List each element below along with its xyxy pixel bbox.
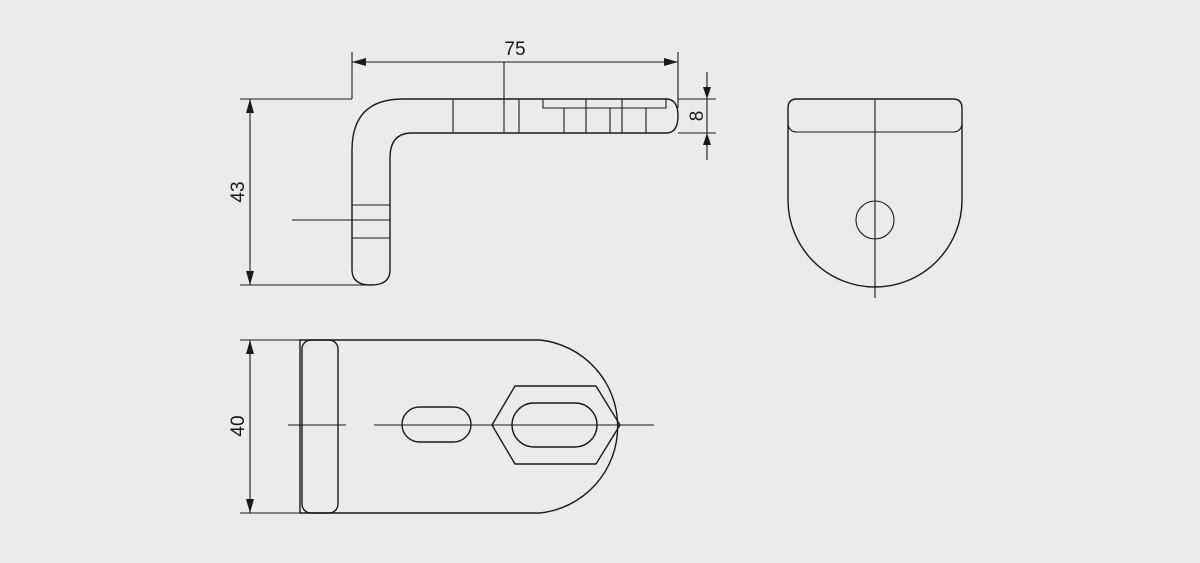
arrow-left bbox=[352, 58, 366, 66]
arrow-top bbox=[246, 99, 254, 113]
dimension-thickness-label: 8 bbox=[687, 111, 708, 122]
dimension-length: 75 bbox=[351, 39, 679, 133]
arrow-top bbox=[703, 87, 711, 99]
nut-recess bbox=[542, 99, 667, 109]
bent-edge bbox=[301, 339, 339, 514]
top-view bbox=[288, 339, 654, 514]
top-view-outline bbox=[299, 339, 619, 514]
dimension-width: 40 bbox=[228, 339, 302, 514]
side-view bbox=[292, 98, 679, 286]
arrow-bottom bbox=[703, 133, 711, 145]
dimension-length-label: 75 bbox=[504, 39, 525, 60]
arrow-bottom bbox=[246, 499, 254, 513]
side-view-outline bbox=[351, 98, 679, 286]
arrow-top bbox=[246, 340, 254, 354]
arrow-bottom bbox=[246, 271, 254, 285]
dimension-height-label: 43 bbox=[228, 181, 249, 202]
dimension-height: 43 bbox=[228, 98, 371, 286]
front-view bbox=[787, 98, 963, 298]
arrow-right bbox=[664, 58, 678, 66]
dimension-thickness: 8 bbox=[678, 72, 716, 160]
dimension-width-label: 40 bbox=[228, 415, 249, 436]
